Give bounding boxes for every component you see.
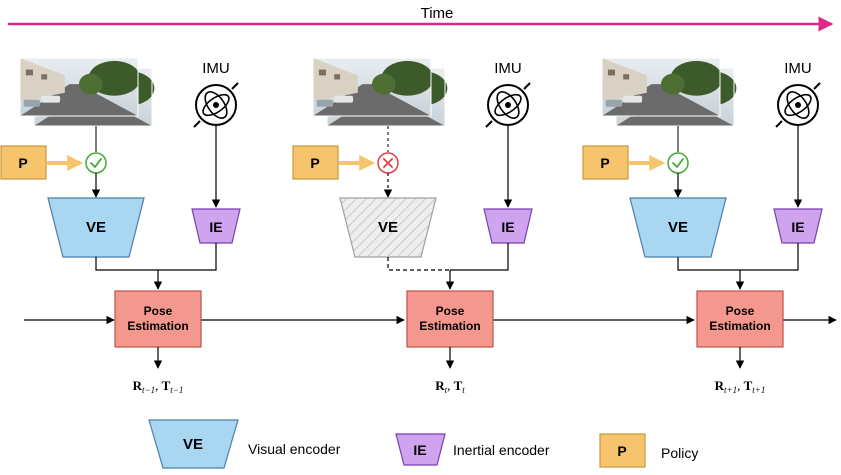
policy-box: P	[0, 145, 47, 180]
policy-label: P	[18, 155, 27, 171]
ie-block: IE	[773, 208, 823, 244]
separator: ,	[737, 378, 744, 393]
check-circle-icon	[85, 152, 107, 174]
imu-icon	[775, 82, 821, 128]
imu-label: IMU	[202, 60, 230, 77]
policy-label: P	[600, 155, 609, 171]
pose-label-line1: Pose	[726, 304, 755, 318]
pose-output-label: Rt+1, Tt+1	[715, 378, 766, 395]
legend-ie-text: Inertial encoder	[453, 442, 550, 458]
pose-output-label: Rt−1, Tt−1	[133, 378, 184, 395]
legend-policy-symbol: P	[617, 443, 626, 459]
camera-frame-front	[601, 57, 723, 117]
check-circle-icon	[667, 152, 689, 174]
separator: ,	[447, 378, 454, 393]
camera-frame-front	[19, 57, 141, 117]
policy-label: P	[310, 155, 319, 171]
legend-policy: P Policy	[599, 433, 698, 468]
policy-box: P	[582, 145, 629, 180]
legend-ve-symbol: VE	[183, 436, 203, 453]
ie-block: IE	[483, 208, 533, 244]
timeline: Time	[8, 5, 834, 32]
pose-output-label: Rt, Tt	[435, 378, 465, 395]
timeline-label: Time	[421, 5, 454, 22]
ve-to-pose-line	[677, 257, 740, 271]
pose-label-line1: Pose	[436, 304, 465, 318]
ve-block: VE	[629, 197, 727, 258]
ve-to-pose-line	[95, 257, 158, 271]
legend-ie: IE Inertial encoder	[395, 433, 550, 466]
legend-ve-shape	[148, 419, 239, 469]
imu-label: IMU	[784, 60, 812, 77]
ve-label: VE	[378, 219, 398, 236]
ie-label: IE	[209, 219, 222, 235]
translation-symbol: T	[744, 378, 753, 393]
ve-label: VE	[86, 219, 106, 236]
translation-subscript: t+1	[752, 385, 765, 395]
ie-label: IE	[791, 219, 804, 235]
legend-ie-symbol: IE	[413, 442, 426, 458]
legend-policy-shape	[599, 433, 646, 468]
rotation-symbol: R	[715, 378, 725, 393]
rotation-subscript: t+1	[724, 385, 737, 395]
rotation-subscript: t	[445, 385, 448, 395]
legend-ie-shape	[395, 433, 446, 466]
ve-block: VE	[47, 197, 145, 258]
legend-ve-text: Visual encoder	[248, 441, 341, 457]
translation-symbol: T	[162, 378, 171, 393]
pose-label-line1: Pose	[144, 304, 173, 318]
rotation-symbol: R	[435, 378, 445, 393]
ie-to-pose-line	[158, 243, 217, 271]
translation-symbol: T	[454, 378, 463, 393]
translation-subscript: t	[462, 385, 465, 395]
rotation-subscript: t−1	[142, 385, 155, 395]
legend-policy-text: Policy	[661, 445, 698, 461]
ve-to-pose-line	[387, 257, 450, 271]
ie-to-pose-line	[740, 243, 799, 271]
pose-label-line2: Estimation	[127, 319, 188, 333]
translation-subscript: t−1	[170, 385, 183, 395]
ve-block: VE	[339, 197, 437, 258]
pose-label-line2: Estimation	[419, 319, 480, 333]
imu-icon	[485, 82, 531, 128]
ie-to-pose-line	[450, 243, 509, 271]
cross-circle-icon	[377, 152, 399, 174]
ie-block: IE	[191, 208, 241, 244]
imu-icon	[193, 82, 239, 128]
camera-frame-front	[312, 57, 434, 117]
legend: VE Visual encoder IE Inertial encoder P …	[148, 419, 698, 469]
ie-label: IE	[501, 219, 514, 235]
policy-box: P	[292, 145, 339, 180]
separator: ,	[155, 378, 162, 393]
pose-label-line2: Estimation	[709, 319, 770, 333]
legend-ve: VE Visual encoder	[148, 419, 341, 469]
imu-label: IMU	[494, 60, 522, 77]
rotation-symbol: R	[133, 378, 143, 393]
ve-label: VE	[668, 219, 688, 236]
